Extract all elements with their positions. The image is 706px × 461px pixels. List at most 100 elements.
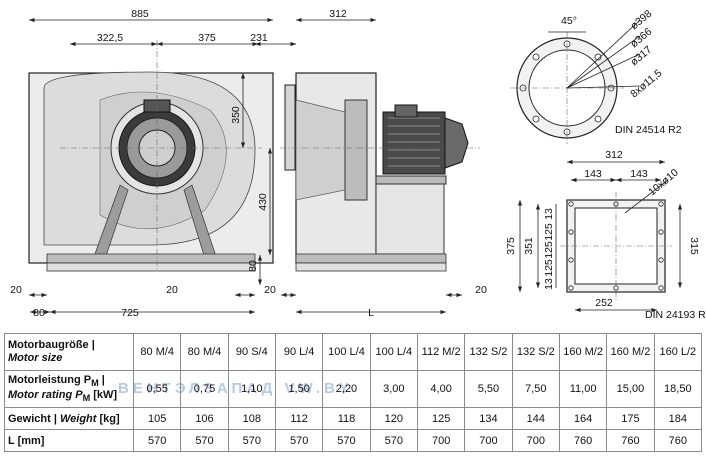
dim-front-h2: 430 xyxy=(257,193,269,211)
cell-rating: 1,10 xyxy=(227,370,276,408)
row-label-motor-size: Motorbaugröße | Motor size xyxy=(4,333,134,371)
cell-rating: 1,50 xyxy=(274,370,324,408)
cell-weight: 118 xyxy=(322,407,371,430)
side-motor-base xyxy=(375,175,447,185)
table-row-motor-rating: Motorleistung PM | Motor rating PM [kW] … xyxy=(4,370,703,408)
cell-rating: 18,50 xyxy=(653,370,703,408)
cell-weight: 105 xyxy=(132,407,182,430)
cell-size: 132 S/2 xyxy=(464,333,513,371)
label-de: Motorbaugröße | xyxy=(8,339,95,352)
side-motor xyxy=(382,111,446,175)
cell-length: 700 xyxy=(511,429,560,452)
side-terminal-box xyxy=(394,104,418,118)
dim-front-right-part: 375 xyxy=(198,32,216,44)
spec-table: Motorbaugröße | Motor size 80 M/4 80 M/4… xyxy=(4,333,703,452)
dim-outlet-half-right: 143 xyxy=(630,168,648,180)
dim-front-bottom-small: 80 xyxy=(33,307,45,319)
cell-rating: 11,00 xyxy=(558,370,608,408)
front-base xyxy=(46,253,256,264)
label-mid: | xyxy=(98,374,105,387)
cell-size: 80 M/4 xyxy=(180,333,229,371)
label-de: Motorleistung P xyxy=(8,374,92,387)
front-foot xyxy=(46,262,256,272)
cell-rating: 2,20 xyxy=(322,370,371,408)
cell-rating: 4,00 xyxy=(416,370,466,408)
dim-outlet-right: 315 xyxy=(688,237,700,255)
outlet-bolt-holes xyxy=(568,201,664,291)
cell-rating: 0,75 xyxy=(180,370,229,408)
side-impeller xyxy=(344,99,368,201)
dim-inlet-d3: ø317 xyxy=(628,44,654,69)
table-row-length: L [mm] 570 570 570 570 570 570 700 700 7… xyxy=(4,429,703,452)
dim-outlet-edge-bot: 13 xyxy=(543,278,555,290)
dim-front-bottom: 725 xyxy=(121,307,139,319)
dim-side-top: 312 xyxy=(329,8,347,20)
cell-weight: 125 xyxy=(416,407,466,430)
outlet-standard: DIN 24193 R2 xyxy=(645,309,706,321)
dim-front-foot-left: 20 xyxy=(10,284,22,296)
dim-side-foot-right: 20 xyxy=(475,284,487,296)
technical-drawing: 885 322,5 375 350 430 80 20 20 80 725 xyxy=(10,8,706,321)
cell-rating: 0,55 xyxy=(132,370,182,408)
outlet-flange: 312 143 143 10xø10 375 351 13 125 125 12… xyxy=(505,149,706,321)
row-label-weight: Gewicht | Weight [kg] xyxy=(4,407,134,430)
cell-size: 132 S/2 xyxy=(511,333,560,371)
label-en-sub: M xyxy=(82,393,91,404)
cell-length: 570 xyxy=(369,429,418,452)
cell-length: 570 xyxy=(322,429,371,452)
cell-weight: 184 xyxy=(653,407,703,430)
table-row-weight: Gewicht | Weight [kg] 105 106 108 112 11… xyxy=(4,407,703,430)
dim-outlet-holes: 10xø10 xyxy=(646,166,681,198)
cell-length: 700 xyxy=(416,429,466,452)
cell-weight: 164 xyxy=(558,407,608,430)
dim-outlet-half-left: 143 xyxy=(584,168,602,180)
cell-weight: 112 xyxy=(274,407,324,430)
dim-side-length: L xyxy=(368,307,374,319)
side-inlet-flange xyxy=(284,84,296,171)
side-foot xyxy=(295,262,447,272)
dim-inlet-holes: 8xø11,5 xyxy=(628,67,664,100)
row-label-length: L [mm] xyxy=(4,429,134,452)
label-en: Motor size xyxy=(8,352,63,364)
dim-inlet-d2: ø366 xyxy=(628,26,654,51)
cell-size: 90 L/4 xyxy=(274,333,324,371)
cell-length: 760 xyxy=(606,429,655,452)
side-view: 312 231 20 20 L xyxy=(250,8,487,319)
dim-outlet-edge-top: 13 xyxy=(543,208,555,220)
dim-inlet-d1: ø398 xyxy=(628,8,654,33)
dim-outlet-top: 312 xyxy=(605,149,623,161)
cell-weight: 108 xyxy=(227,407,276,430)
cell-size: 160 M/2 xyxy=(606,333,655,371)
cell-rating: 5,50 xyxy=(464,370,513,408)
dim-front-h1: 350 xyxy=(230,106,242,124)
dim-outlet-pitch-a: 125 xyxy=(543,223,555,241)
side-inlet-cone xyxy=(295,99,346,201)
dim-outlet-pitch-c: 125 xyxy=(543,259,555,277)
side-motor-fan-cover xyxy=(444,117,469,169)
side-base xyxy=(295,253,447,264)
side-motor-fins xyxy=(388,117,440,167)
dim-side-left: 231 xyxy=(250,32,268,44)
cell-size: 160 M/2 xyxy=(558,333,608,371)
dim-inlet-angle: 45° xyxy=(561,15,577,27)
dim-outlet-pitch-b: 125 xyxy=(543,241,555,259)
cell-size: 90 S/4 xyxy=(227,333,276,371)
label-de: Gewicht | xyxy=(8,412,60,425)
cell-length: 570 xyxy=(180,429,229,452)
inlet-flange: 45° ø398 ø366 ø317 8xø11,5 DIN 24514 R2 xyxy=(510,8,682,144)
cell-weight: 106 xyxy=(180,407,229,430)
cell-rating: 15,00 xyxy=(606,370,655,408)
row-label-motor-rating: Motorleistung PM | Motor rating PM [kW] xyxy=(4,370,134,408)
cell-length: 760 xyxy=(653,429,703,452)
label-unit: [kW] xyxy=(90,389,118,401)
cell-size: 80 M/4 xyxy=(132,333,182,371)
cell-size: 160 L/2 xyxy=(653,333,703,371)
cell-weight: 175 xyxy=(606,407,655,430)
dim-outlet-h-total: 375 xyxy=(505,237,517,255)
cell-size: 100 L/4 xyxy=(322,333,371,371)
dim-front-width: 885 xyxy=(131,8,149,20)
front-view: 885 322,5 375 350 430 80 20 20 80 725 xyxy=(10,8,274,319)
dim-front-foot-right: 20 xyxy=(166,284,178,296)
dim-front-h3: 80 xyxy=(247,260,259,272)
dim-outlet-bottom: 252 xyxy=(595,297,613,309)
